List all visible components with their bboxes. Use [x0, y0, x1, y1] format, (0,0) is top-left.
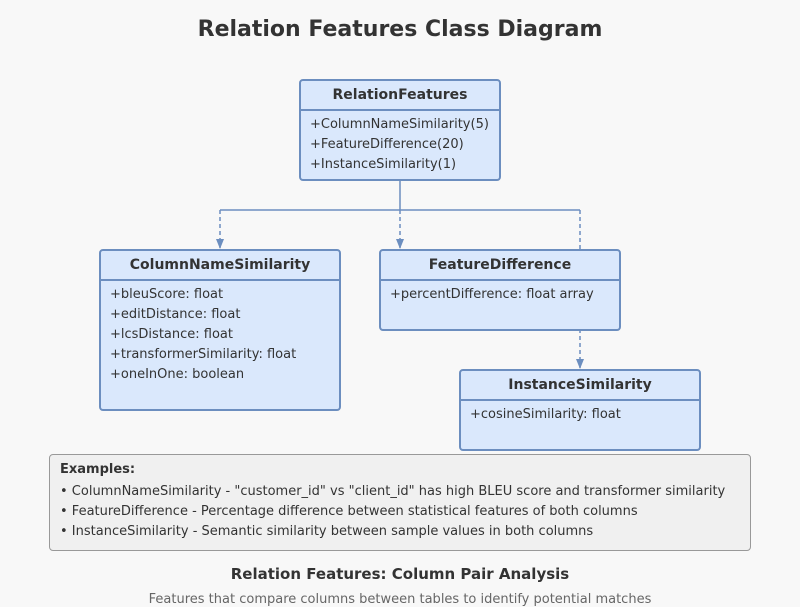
class-attribute: +InstanceSimilarity(1)	[310, 157, 457, 172]
class-name: FeatureDifference	[381, 251, 619, 281]
class-instance-similarity[interactable]: InstanceSimilarity +cosineSimilarity: fl…	[459, 369, 701, 451]
class-name: InstanceSimilarity	[461, 371, 699, 401]
class-name: RelationFeatures	[301, 81, 499, 111]
class-attribute: +lcsDistance: float	[110, 327, 233, 342]
class-attribute: +transformerSimilarity: float	[110, 347, 297, 362]
class-relation-features[interactable]: RelationFeatures +ColumnNameSimilarity(5…	[299, 79, 501, 181]
class-attribute: +ColumnNameSimilarity(5)	[310, 117, 489, 132]
class-name: ColumnNameSimilarity	[101, 251, 339, 281]
example-line: • ColumnNameSimilarity - "customer_id" v…	[60, 484, 726, 499]
diagram-title: Relation Features Class Diagram	[197, 17, 603, 42]
class-attribute: +editDistance: float	[110, 307, 241, 322]
footer-title: Relation Features: Column Pair Analysis	[230, 565, 570, 583]
class-attribute: +cosineSimilarity: float	[470, 407, 621, 422]
example-line: • FeatureDifference - Percentage differe…	[60, 504, 638, 519]
example-line: • InstanceSimilarity - Semantic similari…	[60, 524, 594, 539]
examples-title: Examples:	[60, 462, 136, 477]
class-column-name-similarity[interactable]: ColumnNameSimilarity +bleuScore: float +…	[99, 249, 341, 411]
class-attribute: +FeatureDifference(20)	[310, 137, 464, 152]
class-attribute: +percentDifference: float array	[390, 287, 594, 302]
examples-box: Examples: • ColumnNameSimilarity - "cust…	[49, 454, 751, 551]
class-attribute: +bleuScore: float	[110, 287, 224, 302]
class-feature-difference[interactable]: FeatureDifference +percentDifference: fl…	[379, 249, 621, 331]
class-attribute: +oneInOne: boolean	[110, 367, 245, 382]
